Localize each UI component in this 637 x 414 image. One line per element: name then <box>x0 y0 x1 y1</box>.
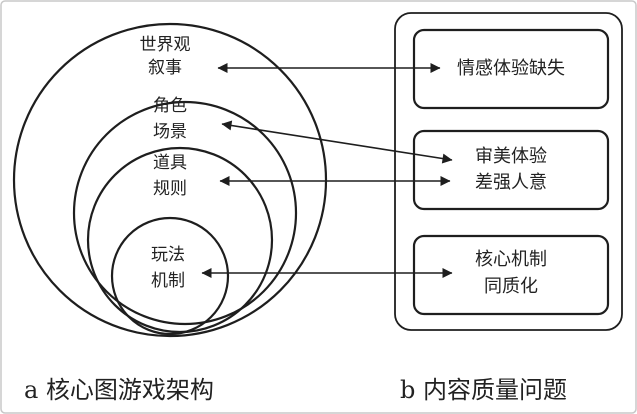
character-label-line1: 角色 <box>153 96 187 116</box>
character-circle <box>72 100 298 326</box>
worldview-label-line1: 世界观 <box>139 35 191 55</box>
character-aesthetic-arrow <box>221 120 453 164</box>
character-label-line2: 场景 <box>153 122 187 142</box>
gameplay-label-line2: 机制 <box>151 271 185 291</box>
caption-content-quality: b 内容质量问题 <box>400 376 567 404</box>
props-label-line2: 规则 <box>153 179 187 199</box>
worldview-label-line2: 叙事 <box>148 58 182 78</box>
core-problem-label-line1: 核心机制 <box>475 249 547 270</box>
problems-container <box>394 12 623 331</box>
caption-core-architecture: a 核心图游戏架构 <box>24 376 214 404</box>
props-label-line1: 道具 <box>153 153 187 173</box>
gameplay-label-line1: 玩法 <box>151 245 185 265</box>
aesthetic-problem-label-line2: 差强人意 <box>475 172 547 193</box>
props-circle <box>86 146 274 334</box>
core-problem-box <box>412 234 610 316</box>
emotion-problem-label: 情感体验缺失 <box>457 58 565 79</box>
aesthetic-problem-label-line1: 审美体验 <box>475 146 547 167</box>
aesthetic-problem-box <box>412 129 610 211</box>
core-problem-label-line2: 同质化 <box>484 276 538 297</box>
